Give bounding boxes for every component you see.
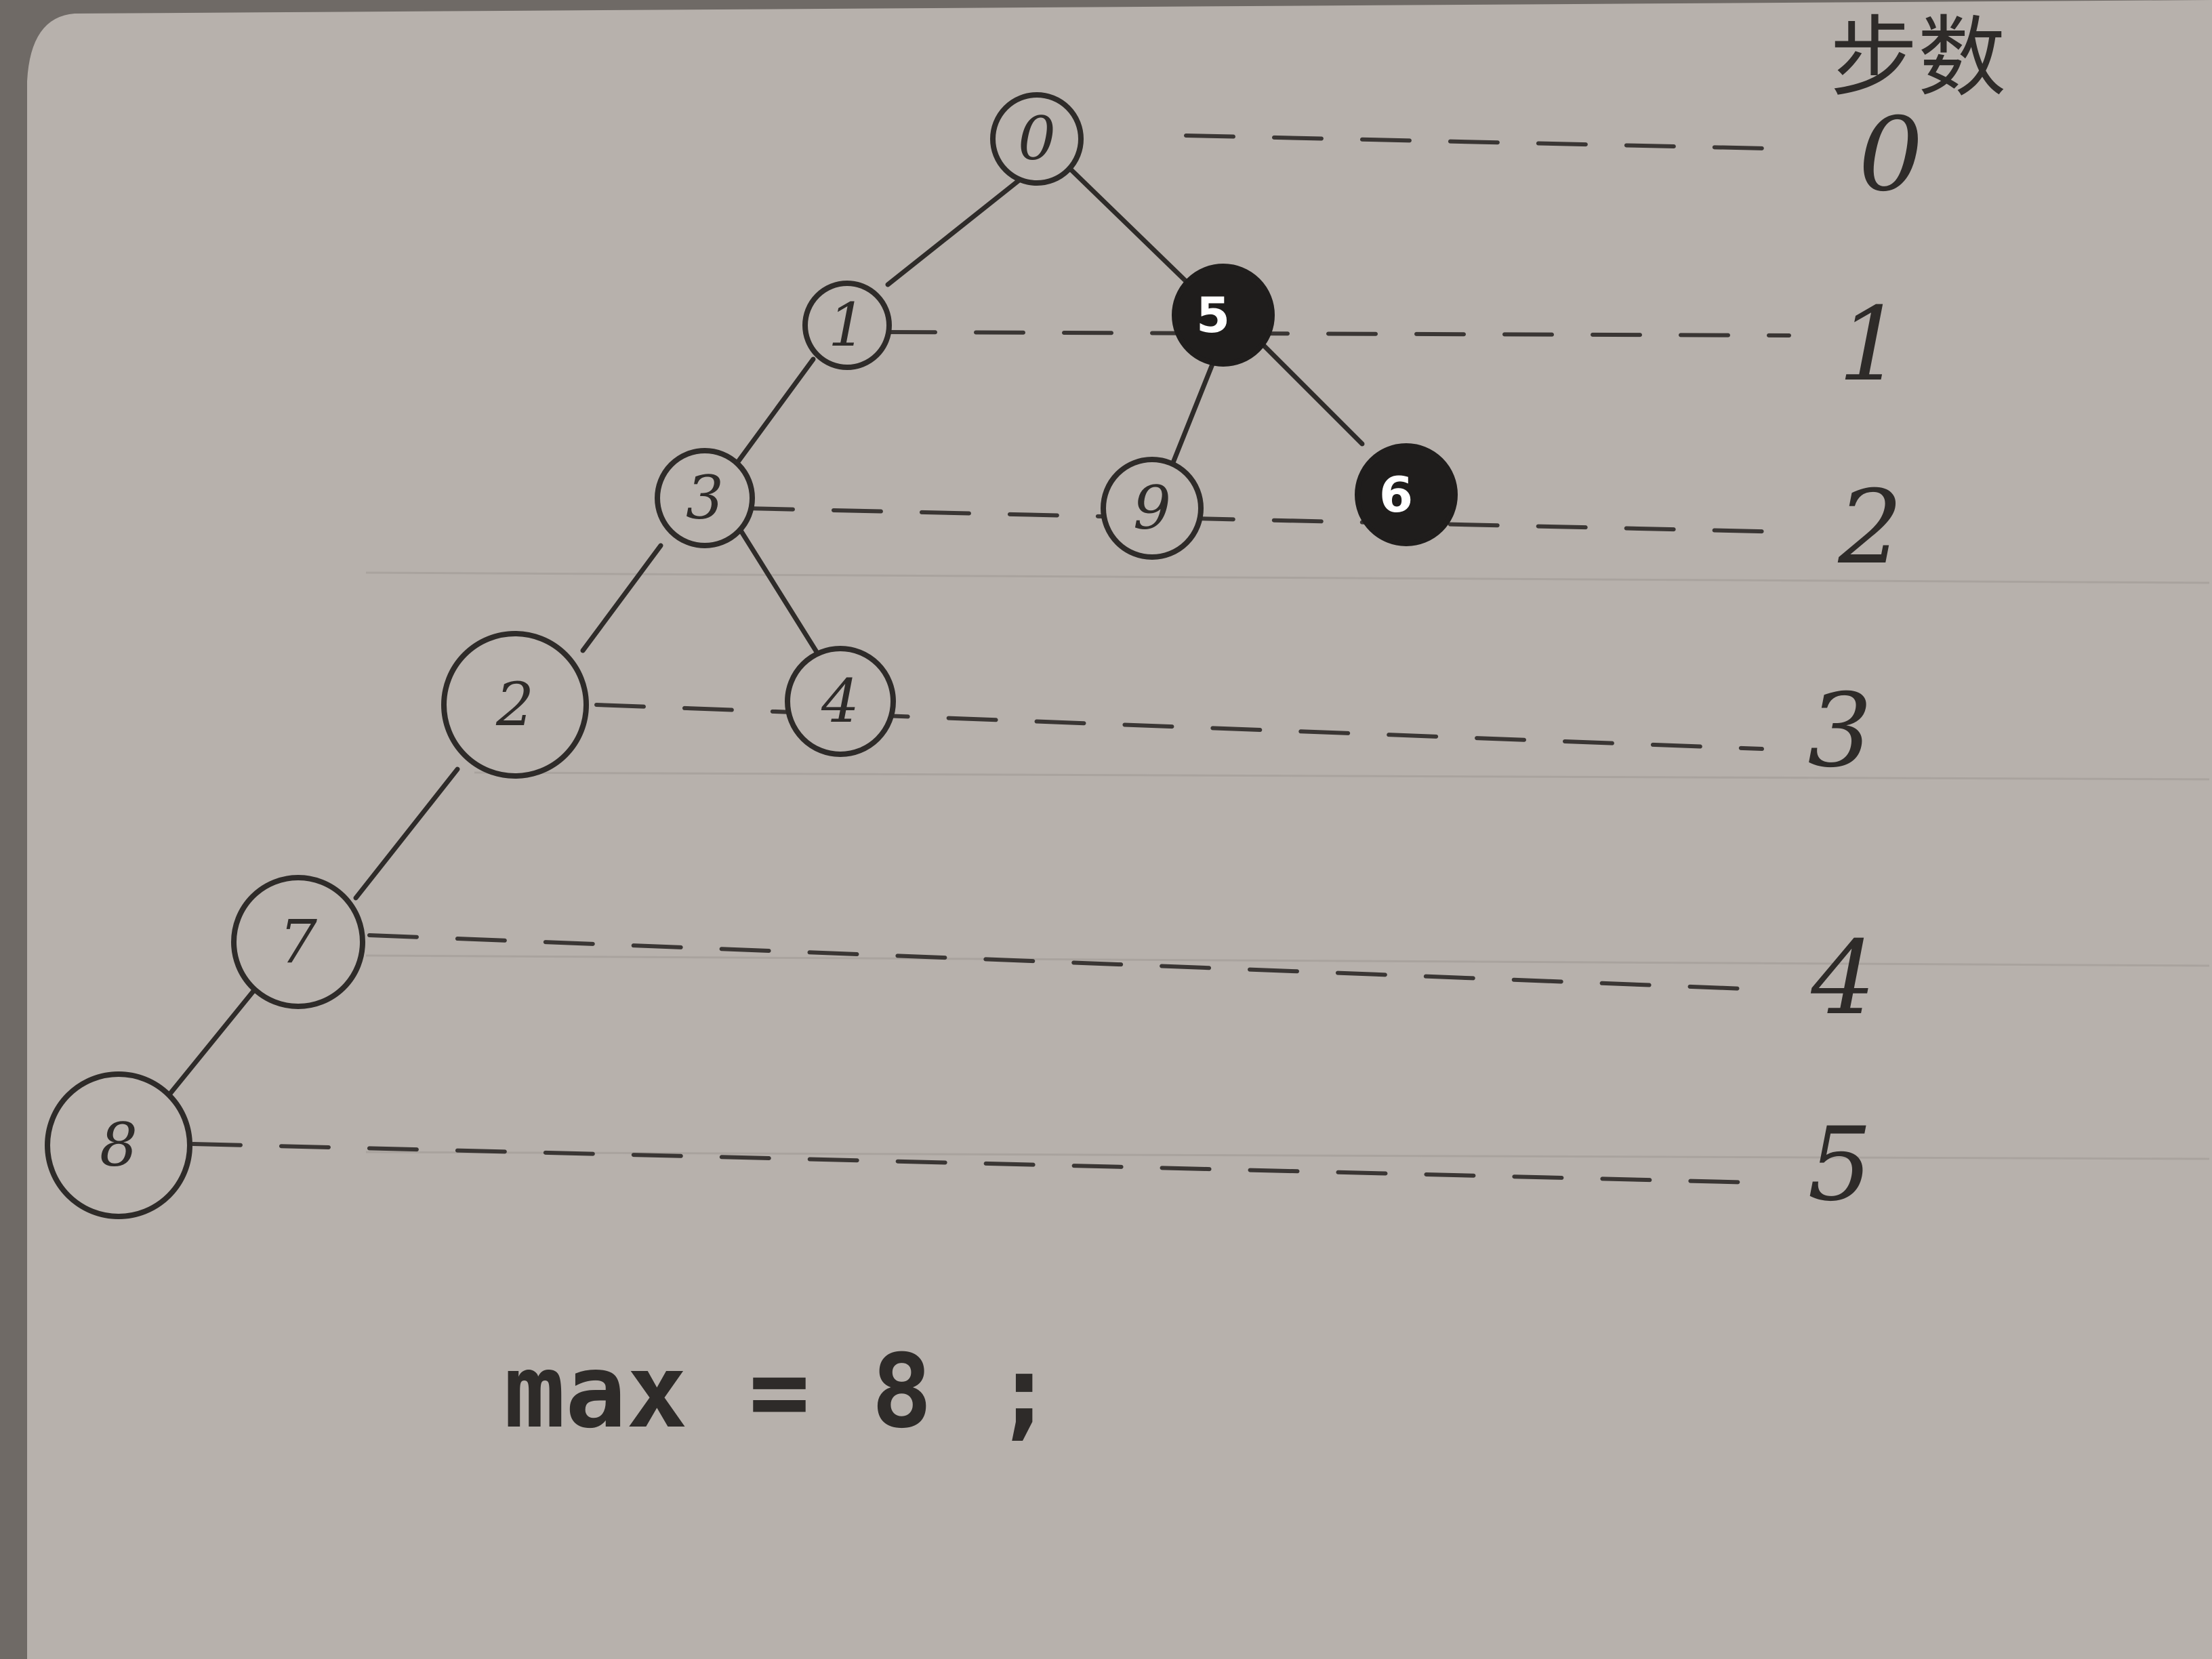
svg-text:9: 9	[1133, 473, 1171, 543]
svg-text:6: 6	[1379, 466, 1413, 523]
level-label-1: 1	[1838, 286, 1902, 404]
svg-text:3: 3	[686, 463, 724, 533]
node-7: 7	[231, 875, 365, 1009]
svg-text:4: 4	[821, 666, 859, 736]
node-4: 4	[785, 646, 896, 757]
edge-0-1	[885, 177, 1023, 287]
edge-3-4	[733, 519, 823, 660]
node-3: 3	[655, 448, 755, 548]
level-label-4: 4	[1810, 920, 1875, 1038]
level-label-0: 0	[1858, 96, 1923, 214]
svg-text:7: 7	[279, 907, 317, 977]
edge-0-5	[1068, 167, 1189, 284]
edge-7-8	[167, 983, 260, 1097]
node-9: 9	[1101, 457, 1204, 560]
level-label-3: 3	[1807, 672, 1872, 790]
edge-2-7	[353, 766, 460, 901]
edge-5-9	[1170, 360, 1216, 467]
ruled-lines	[365, 571, 2210, 1160]
node-1: 1	[802, 281, 892, 370]
paper-sheet	[27, 0, 2212, 1659]
level-label-2: 2	[1837, 469, 1902, 587]
svg-text:2: 2	[495, 670, 534, 739]
max-formula: max = 8 ;	[504, 1333, 1055, 1451]
edge-1-3	[736, 356, 816, 464]
node-8: 8	[45, 1071, 192, 1219]
svg-text:1: 1	[828, 290, 866, 360]
svg-text:0: 0	[1018, 104, 1056, 173]
tree-nodes: 0 1 5 3 9 6 2 4	[45, 92, 1458, 1219]
step-column: 步数 0 1 2 3 4 5	[1807, 6, 2006, 1224]
edge-5-6	[1261, 343, 1365, 447]
level-label-5: 5	[1807, 1106, 1872, 1224]
node-6: 6	[1355, 443, 1458, 546]
node-5: 5	[1172, 264, 1275, 367]
node-0: 0	[990, 92, 1084, 186]
node-2: 2	[441, 631, 589, 779]
tree-edges	[167, 167, 1365, 1097]
svg-text:5: 5	[1196, 287, 1230, 344]
step-header: 步数	[1830, 6, 2006, 109]
svg-text:8: 8	[100, 1110, 138, 1180]
edge-3-2	[580, 543, 663, 653]
